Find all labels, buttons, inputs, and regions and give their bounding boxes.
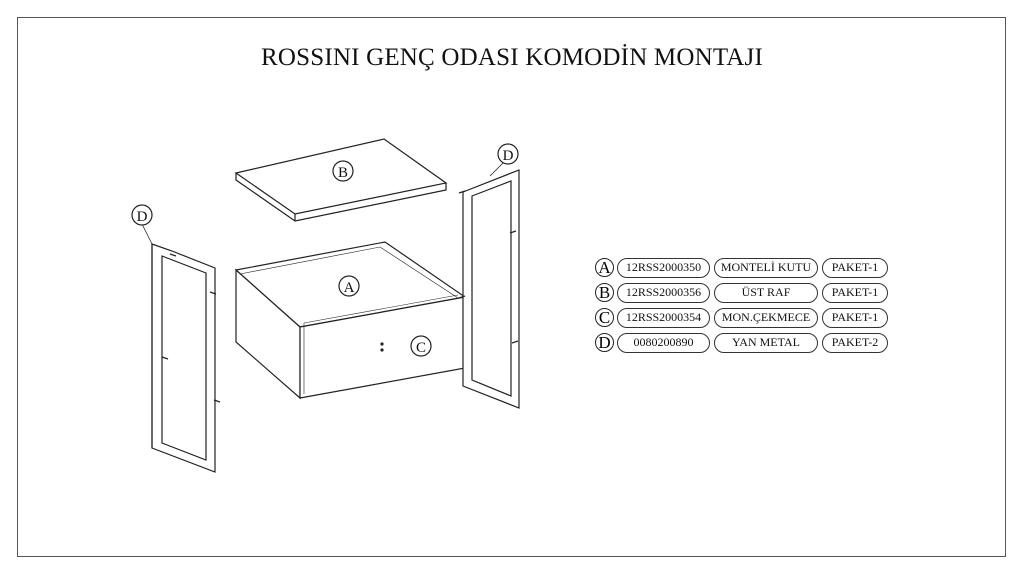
- part-letter: A: [595, 258, 614, 277]
- part-code: 12RSS2000356: [617, 282, 710, 303]
- part-letter: C: [595, 308, 614, 327]
- top-shelf-b: B: [234, 138, 448, 222]
- part-code: 0080200890: [617, 332, 710, 353]
- part-package: PAKET-1: [822, 257, 888, 278]
- part-letter: B: [595, 283, 614, 302]
- part-code: 12RSS2000350: [617, 257, 710, 278]
- label-d-left: D: [137, 209, 148, 225]
- part-name: ÜST RAF: [714, 282, 818, 303]
- part-letter: D: [595, 333, 614, 352]
- page-title: ROSSINI GENÇ ODASI KOMODİN MONTAJI: [260, 44, 764, 71]
- parts-row: C 12RSS2000354 MON.ÇEKMECE PAKET-1: [595, 305, 892, 330]
- part-package: PAKET-2: [822, 332, 888, 353]
- drawing-border: [17, 17, 1006, 557]
- side-metal-frame-left: D: [131, 204, 221, 473]
- side-metal-frame-right: D: [458, 143, 520, 409]
- parts-row: D 0080200890 YAN METAL PAKET-2: [595, 330, 892, 355]
- parts-row: B 12RSS2000356 ÜST RAF PAKET-1: [595, 280, 892, 305]
- part-name: YAN METAL: [714, 332, 818, 353]
- part-name: MONTELİ KUTU: [714, 257, 818, 278]
- parts-list: A 12RSS2000350 MONTELİ KUTU PAKET-1 B 12…: [595, 255, 892, 355]
- assembled-box-a: A C: [234, 241, 467, 400]
- label-b: B: [338, 165, 348, 181]
- part-name: MON.ÇEKMECE: [714, 307, 818, 328]
- parts-row: A 12RSS2000350 MONTELİ KUTU PAKET-1: [595, 255, 892, 280]
- part-package: PAKET-1: [822, 307, 888, 328]
- part-code: 12RSS2000354: [617, 307, 710, 328]
- label-c: C: [416, 340, 426, 356]
- label-a: A: [344, 280, 355, 296]
- label-d-right: D: [503, 148, 514, 164]
- part-package: PAKET-1: [822, 282, 888, 303]
